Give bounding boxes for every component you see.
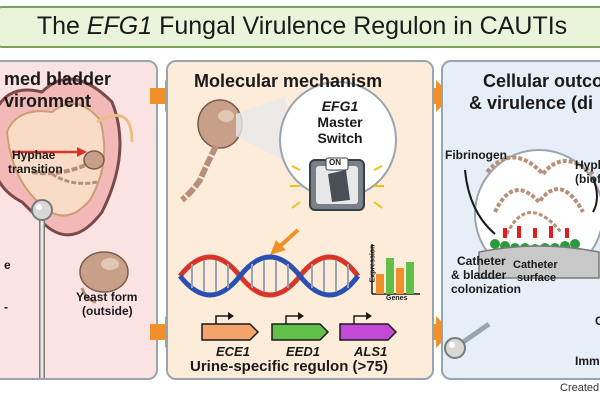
regulon-footer: Urine-specific regulon (>75) xyxy=(190,358,388,375)
panel-c-title-line2: & virulence (di xyxy=(469,93,594,113)
chart-ylabel: Expression xyxy=(369,244,377,283)
yeast-form-label-1: Yeast form xyxy=(76,290,138,304)
panel-c-title-line1: Cellular outco xyxy=(483,71,600,91)
panel-cellular-outcomes: Cellular outco & virulence (di Fibrinoge… xyxy=(441,60,600,380)
gene-label-eed1: EED1 xyxy=(286,344,320,359)
switch-state: ON xyxy=(329,158,341,167)
credit-text: Created xyxy=(560,382,600,394)
panel-b-title: Molecular mechanism xyxy=(194,71,383,91)
gene-arrow-icon xyxy=(201,312,398,341)
hypha-icon xyxy=(31,150,105,185)
gene-label-ece1: ECE1 xyxy=(216,344,250,359)
catheter-surface-label-2: surface xyxy=(517,272,557,284)
pointer-arrow-icon xyxy=(464,169,598,235)
colonization-label-2: & bladder xyxy=(451,268,507,282)
switch-label-gene: EFG1 xyxy=(321,98,359,114)
panel-a-title-line1: med bladder xyxy=(4,69,112,89)
catheter-icon xyxy=(444,321,491,359)
zoom-cone xyxy=(236,96,286,162)
biofilm-icon xyxy=(474,149,600,279)
colonization-label-3: colonization xyxy=(451,282,521,296)
panel-molecular-mechanism: Molecular mechanism EFG1 Master Switch O… xyxy=(166,60,434,380)
switch-label-master: Master xyxy=(317,114,363,130)
hyphae-transition-label-1: Hyphae xyxy=(12,148,56,162)
yeast-cell-icon xyxy=(79,251,129,304)
arrow-icon xyxy=(270,228,300,255)
chart-xlabel: Genes xyxy=(386,295,408,302)
hyphae-biofilm-label-1: Hyph xyxy=(575,158,600,172)
hyphae-transition-label-2: transition xyxy=(8,162,63,176)
title-banner xyxy=(0,6,600,48)
fibrinogen-label: Fibrinogen xyxy=(445,148,507,162)
catheter-surface-label-1: Catheter xyxy=(513,259,558,271)
hypha-icon xyxy=(180,144,219,203)
arrow-icon xyxy=(12,147,87,157)
colonization-label-1: Catheter xyxy=(457,254,506,268)
page-title: The EFG1 Fungal Virulence Regulon in CAU… xyxy=(36,12,568,40)
panel-a-title-line2: vironment xyxy=(4,91,92,111)
sparkle-icon xyxy=(290,165,384,209)
yeast-form-label-2: (outside) xyxy=(82,304,133,318)
switch-label-switch: Switch xyxy=(317,130,363,146)
panel-bladder-environment: med bladder vironment Hyphae transition … xyxy=(0,60,158,380)
left-fragment-2: - xyxy=(4,300,8,314)
fragment-imm: Imm xyxy=(575,354,600,368)
catheter-icon xyxy=(31,199,53,378)
dna-helix-icon xyxy=(178,254,361,298)
gene-label-als1: ALS1 xyxy=(354,344,388,359)
switch-icon xyxy=(309,157,365,211)
left-fragment-1: e xyxy=(4,258,11,272)
yeast-cell-icon xyxy=(197,99,243,149)
fragment-c: C xyxy=(595,314,600,328)
hyphae-biofilm-label-2: (biofil xyxy=(575,172,600,186)
bar-chart-icon xyxy=(371,244,420,295)
bladder-icon xyxy=(0,77,134,237)
